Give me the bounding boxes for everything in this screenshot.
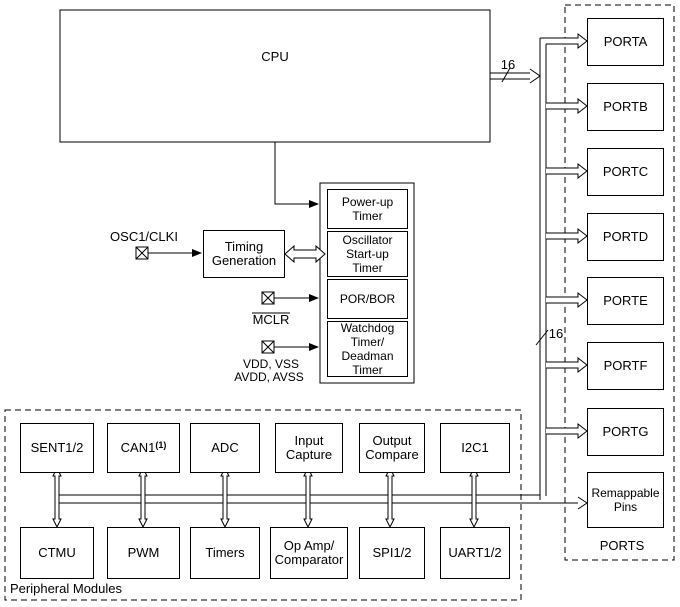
ports-label: PORTS — [599, 538, 645, 553]
port-bus-width: 16 — [548, 326, 564, 341]
periph-pwm: PWM — [107, 527, 180, 579]
vdd-vss-label: VDD, VSS — [242, 357, 299, 371]
periph-can: CAN1(1) — [107, 423, 180, 473]
periph-uart: UART1/2 — [440, 527, 510, 579]
periph-ctmu: CTMU — [20, 527, 94, 579]
cpu-port-bus — [490, 67, 541, 84]
timing-oscillator-arrow — [284, 244, 326, 264]
periph-output-compare: Output Compare — [359, 423, 425, 473]
periph-spi: SPI1/2 — [359, 527, 425, 579]
periph-adc: ADC — [190, 423, 260, 473]
oscillator-start-up-timer: Oscillator Start-up Timer — [327, 231, 408, 277]
periph-sent: SENT1/2 — [20, 423, 94, 473]
can-footnote: (1) — [155, 440, 167, 450]
periph-timers: Timers — [190, 527, 260, 579]
cpu-box — [59, 9, 491, 143]
port-f: PORTF — [587, 342, 664, 390]
watchdog-deadman-timer: Watchdog Timer/ Deadman Timer — [327, 321, 408, 377]
port-arrows — [540, 32, 588, 440]
port-d: PORTD — [587, 213, 664, 261]
power-up-timer: Power-up Timer — [327, 189, 408, 229]
osc-pin-symbol — [135, 246, 149, 260]
port-c: PORTC — [587, 148, 664, 196]
port-g: PORTG — [587, 408, 664, 456]
remappable-pins: Remappable Pins — [587, 472, 664, 528]
avdd-avss-label: AVDD, AVSS — [234, 370, 304, 384]
port-vertical-bus — [535, 38, 549, 500]
timing-generation: Timing Generation — [203, 230, 285, 278]
cpu-bus-width: 16 — [500, 57, 516, 72]
peripheral-bus — [57, 494, 588, 510]
ports-group-border — [564, 4, 675, 561]
osc-pin-label: OSC1/CLKI — [110, 229, 178, 244]
port-a: PORTA — [587, 18, 664, 66]
mclr-pin-label: MCLR — [252, 312, 290, 327]
mclr-pin-symbol — [261, 291, 275, 305]
periph-op-amp-comparator: Op Amp/ Comparator — [270, 527, 348, 579]
cpu-label: CPU — [261, 49, 289, 64]
port-b: PORTB — [587, 83, 664, 131]
peripheral-modules-label: Peripheral Modules — [10, 581, 123, 596]
periph-input-capture: Input Capture — [275, 423, 343, 473]
por-bor: POR/BOR — [327, 279, 408, 319]
vdd-pin-symbol — [261, 340, 275, 354]
cpu-to-powerup-line — [274, 142, 319, 208]
port-e: PORTE — [587, 277, 664, 325]
peripheral-group-border — [4, 409, 522, 601]
periph-i2c: I2C1 — [440, 423, 510, 473]
peripheral-arrows — [52, 466, 479, 529]
